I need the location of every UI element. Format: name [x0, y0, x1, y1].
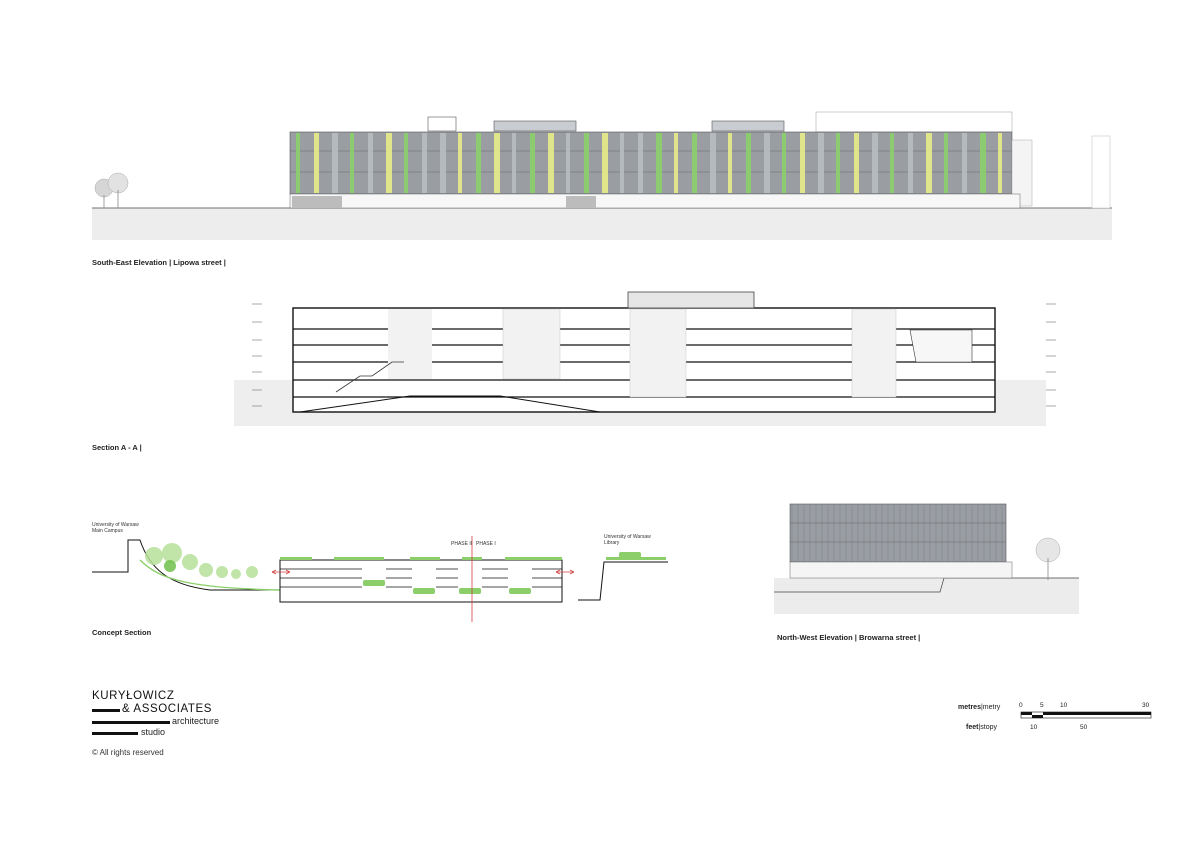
tree-icon	[164, 560, 176, 572]
facade-fin	[440, 133, 446, 193]
facade-fin	[548, 133, 554, 193]
facade-fin	[386, 133, 392, 193]
level-labels-left	[252, 303, 262, 407]
facade-fin	[908, 133, 913, 193]
facade-fin	[764, 133, 770, 193]
facade-fin	[476, 133, 481, 193]
facade-fin	[584, 133, 589, 193]
tree-icon	[199, 563, 213, 577]
facade-fin	[368, 133, 373, 193]
facade-fins	[791, 505, 1003, 561]
logo-line-4: studio	[141, 727, 166, 737]
logo-line-1: KURYŁOWICZ	[92, 690, 175, 702]
scale-metres-label: metres|metry	[958, 704, 1001, 711]
facade-fin	[746, 133, 751, 193]
scale-tick: 5	[1040, 702, 1044, 709]
facade-fin	[782, 133, 786, 193]
facade-fin	[854, 133, 859, 193]
facade-fin	[332, 133, 338, 193]
tree-icon	[162, 543, 182, 563]
connection-arrow-icon	[271, 569, 575, 575]
label-campus: University of Warsaw Main Campus	[92, 522, 139, 534]
nw-facade	[789, 503, 1007, 563]
tree-icon	[216, 566, 228, 578]
se-ground	[92, 208, 1112, 240]
facade-fin	[620, 133, 624, 193]
facade-fin	[692, 133, 697, 193]
studio-logo: KURYŁOWICZ & ASSOCIATES architecture stu…	[92, 690, 252, 750]
tree-icon	[231, 569, 241, 579]
tree-icon	[145, 543, 258, 579]
facade-fin	[728, 133, 732, 193]
facade-fin	[566, 133, 570, 193]
logo-line-2: & ASSOCIATES	[122, 703, 213, 715]
facade-fin	[872, 133, 878, 193]
caption-south-east-elevation: South-East Elevation | Lipowa street |	[92, 258, 226, 267]
copyright-notice: © All rights reserved	[92, 748, 164, 757]
facade-fin	[404, 133, 408, 193]
level-labels-right	[1046, 303, 1056, 407]
scale-tick: 30	[1142, 702, 1150, 709]
caption-north-west-elevation: North-West Elevation | Browarna street |	[777, 633, 921, 642]
facade-fin	[656, 133, 662, 193]
logo-line-3: architecture	[172, 716, 220, 726]
facade-fin	[494, 133, 500, 193]
facade-fin	[512, 133, 516, 193]
caption-section-aa: Section A - A |	[92, 443, 142, 452]
scale-tick: 0	[1019, 702, 1023, 709]
facade-fin	[890, 133, 894, 193]
scale-tick: 50	[1080, 724, 1088, 731]
tree-icon	[182, 554, 198, 570]
facade-fin	[944, 133, 948, 193]
facade-fin	[980, 133, 986, 193]
facade-fin	[836, 133, 840, 193]
facade-fin	[602, 133, 608, 193]
label-phase-1: PHASE I	[476, 541, 496, 547]
label-library: University of Warsaw Library	[604, 534, 651, 546]
facade-fin	[962, 133, 967, 193]
facade-fins	[296, 133, 1002, 193]
facade-fin	[800, 133, 805, 193]
scale-feet-label: feet|stopy	[966, 724, 998, 731]
label-phase-2: PHASE II	[451, 541, 473, 547]
tree-icon	[145, 547, 163, 565]
tree-icon	[94, 172, 129, 208]
facade-fin	[638, 133, 643, 193]
tree-icon	[1035, 537, 1061, 580]
tree-icon	[246, 566, 258, 578]
scale-tick: 10	[1060, 702, 1068, 709]
facade-fin	[926, 133, 932, 193]
facade-fin	[998, 133, 1002, 193]
facade-fin	[710, 133, 716, 193]
facade-fin	[350, 133, 354, 193]
planting	[363, 552, 641, 594]
scale-tick: 10	[1030, 724, 1038, 731]
facade-fin	[296, 133, 300, 193]
facade-fin	[674, 133, 678, 193]
facade-fin	[422, 133, 427, 193]
facade-fin	[314, 133, 319, 193]
caption-concept-section: Concept Section	[92, 628, 152, 637]
facade-fin	[458, 133, 462, 193]
facade-fin	[530, 133, 535, 193]
facade-fin	[818, 133, 824, 193]
